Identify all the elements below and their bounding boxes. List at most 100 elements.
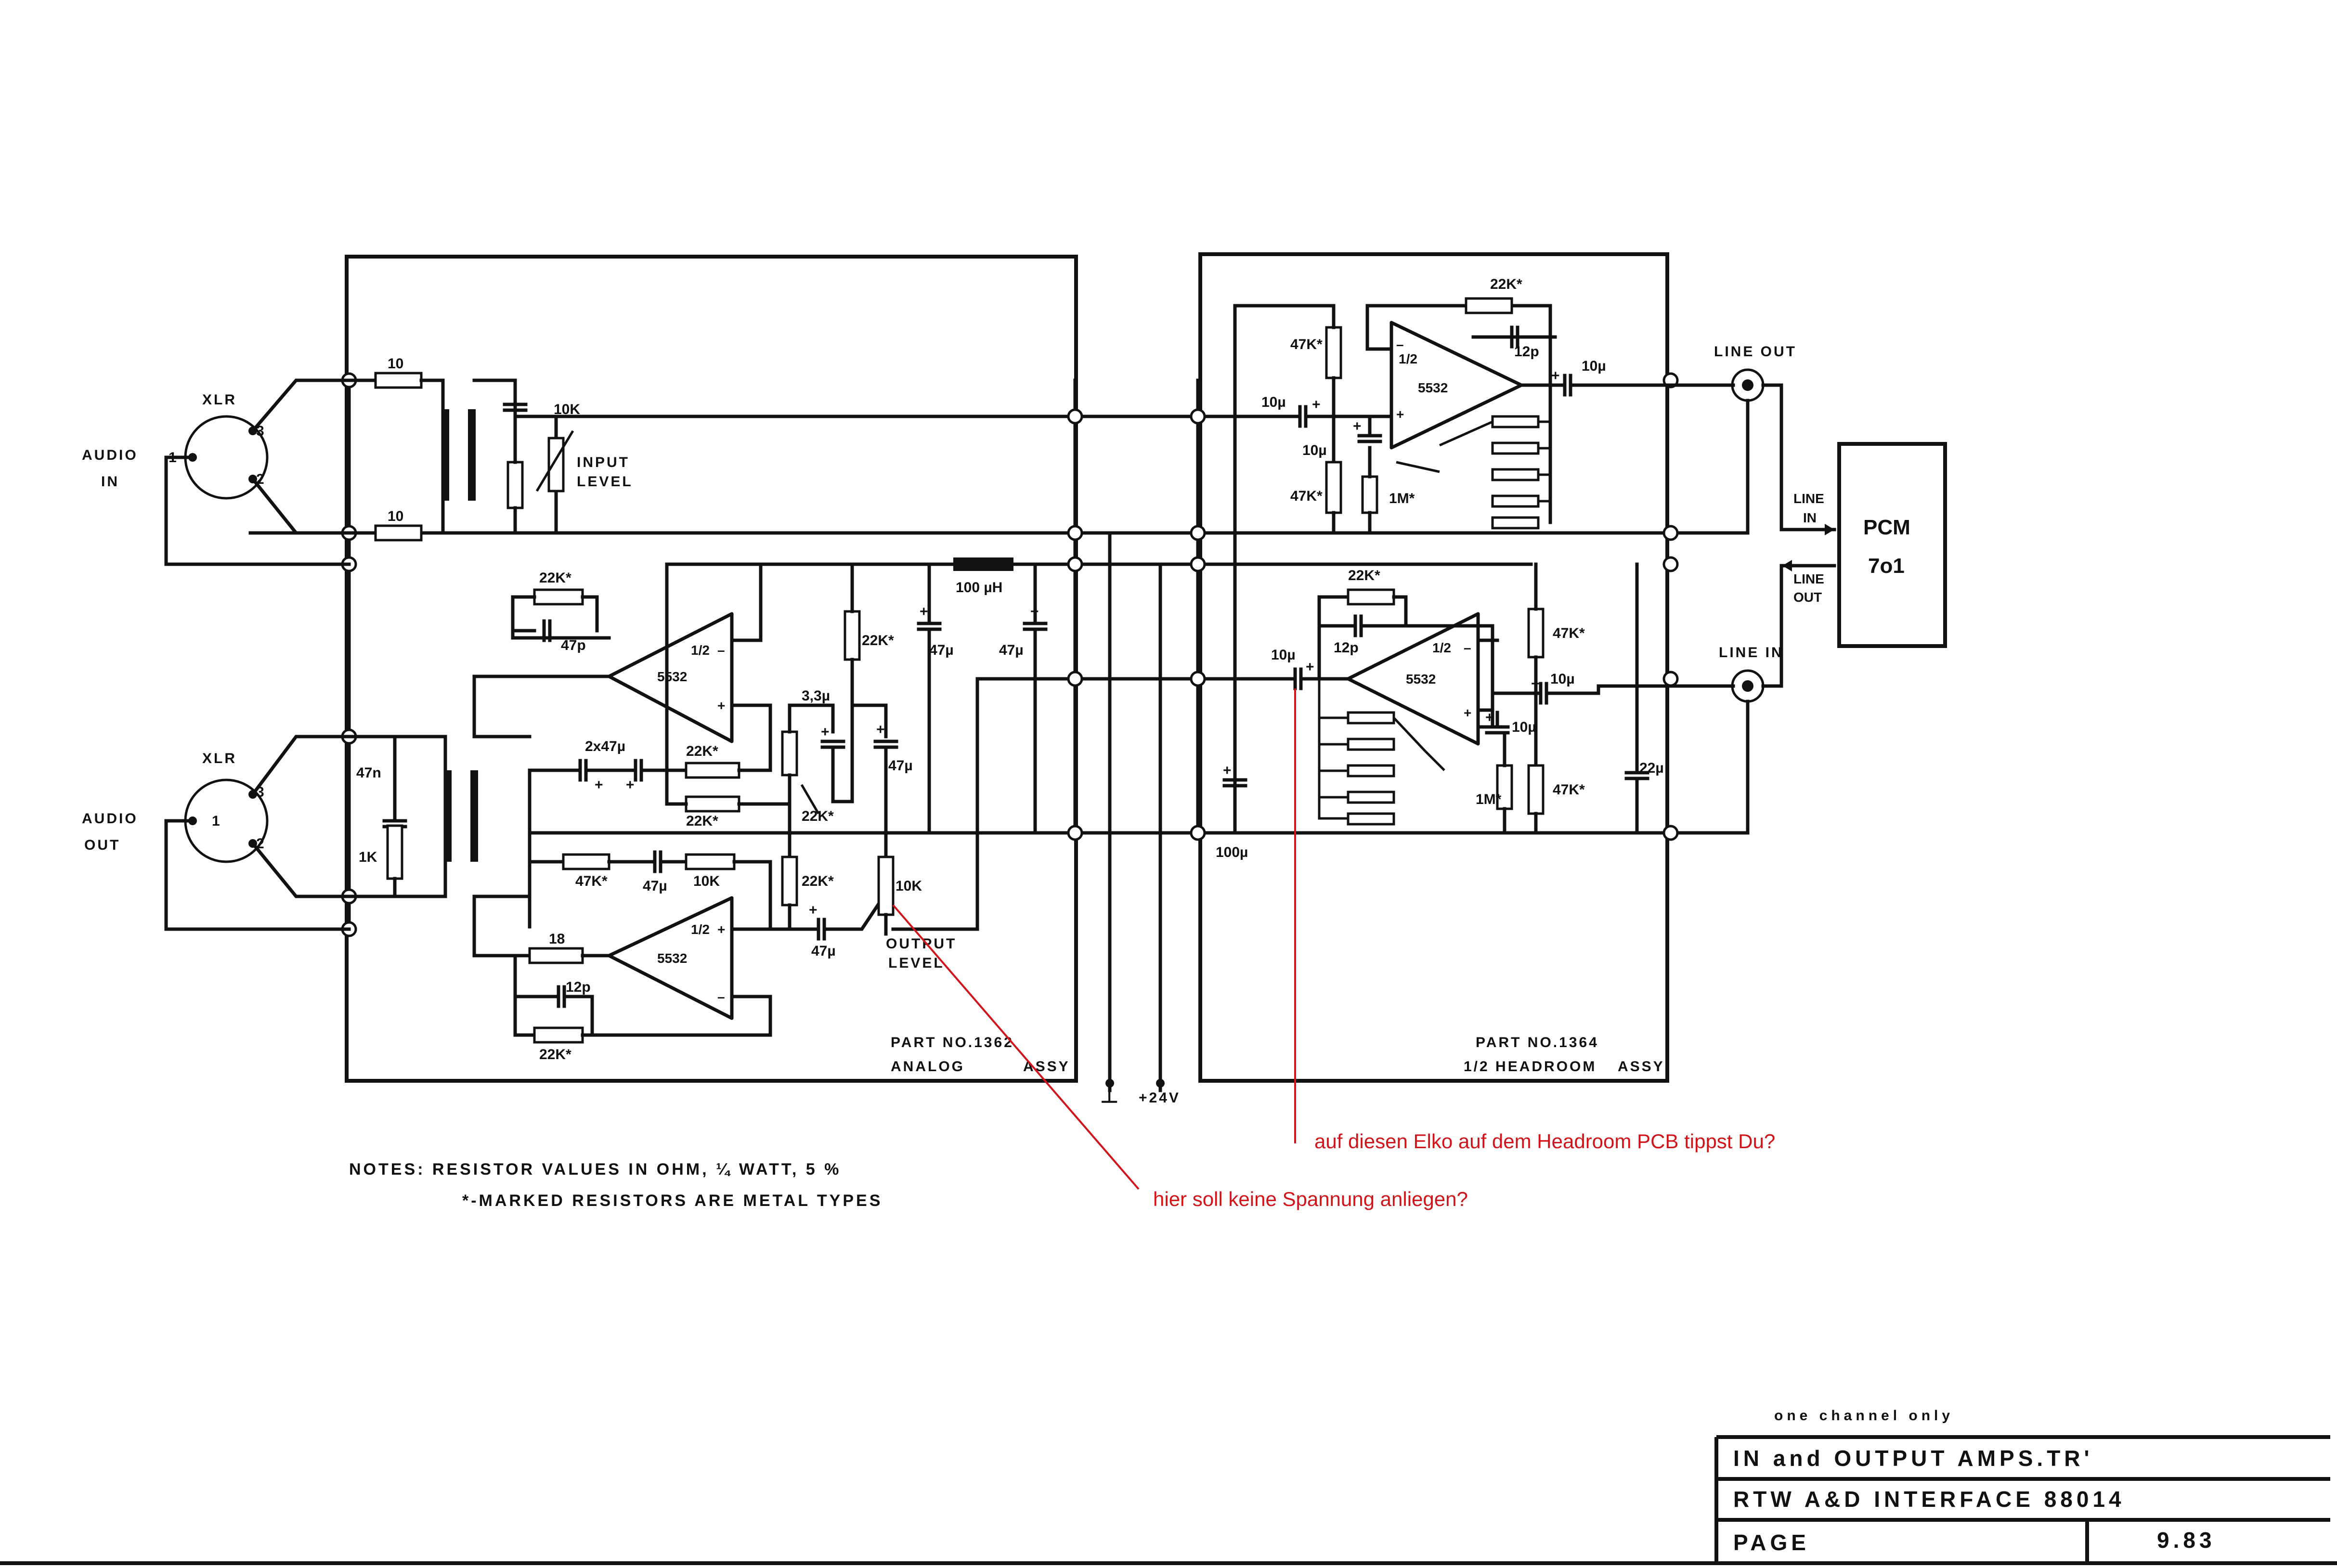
resistor-1k xyxy=(386,824,403,880)
svg-text:NOTES: RESISTOR VALUES IN O: NOTES: RESISTOR VALUES IN OHM, ¼ WATT, 5… xyxy=(349,1160,841,1179)
analog-middle: 3,3µ + 22K* 22K* + 47µ + 47µ 100 µH + 47… xyxy=(781,557,1048,902)
svg-text:one channel only: one channel only xyxy=(1774,1408,1954,1424)
svg-text:1: 1 xyxy=(212,813,220,829)
resistor-18 xyxy=(528,947,584,964)
resistor-22k-supply xyxy=(844,610,861,661)
svg-text:XLR: XLR xyxy=(202,751,237,766)
resistor-22k-f xyxy=(781,855,798,907)
resistor-47k-h3 xyxy=(1527,608,1545,659)
svg-text:10: 10 xyxy=(388,508,403,524)
svg-text:+: + xyxy=(1312,397,1321,413)
svg-text:+: + xyxy=(717,922,725,937)
svg-text:1/2: 1/2 xyxy=(691,922,710,937)
svg-text:+: + xyxy=(717,698,725,713)
svg-text:+: + xyxy=(1464,705,1471,720)
opamp-5532-b xyxy=(607,896,734,1020)
svg-text:47K*: 47K* xyxy=(1290,337,1323,352)
svg-text:–: – xyxy=(1464,640,1471,655)
svg-text:3,3µ: 3,3µ xyxy=(802,688,830,704)
svg-text:100 µH: 100 µH xyxy=(956,580,1002,596)
input-level-pot[interactable] xyxy=(547,437,565,492)
svg-text:22K*: 22K* xyxy=(686,813,718,829)
resistor-22k-h2 xyxy=(1347,588,1395,606)
resistor-47k-h4 xyxy=(1527,764,1545,815)
input-level-label-2: LEVEL xyxy=(577,474,633,490)
annotation-line-voltage xyxy=(892,904,1140,1190)
resistor-22k-g xyxy=(533,1026,584,1044)
svg-text:AUDIO: AUDIO xyxy=(82,811,138,827)
svg-text:+: + xyxy=(920,604,928,620)
svg-text:+: + xyxy=(1353,418,1362,434)
svg-text:LINE: LINE xyxy=(1793,491,1824,506)
svg-text:1M*: 1M* xyxy=(1389,491,1415,506)
svg-text:47p: 47p xyxy=(561,637,586,653)
resistor-22k-c xyxy=(685,795,740,813)
input-level-label-1: INPUT xyxy=(577,454,630,470)
resistor-22k-h1 xyxy=(1465,297,1513,314)
svg-text:OUT: OUT xyxy=(84,837,120,853)
annotations: auf diesen Elko auf dem Headroom PCB tip… xyxy=(892,688,1775,1210)
resistor-47k xyxy=(562,853,610,870)
svg-text:⊥: ⊥ xyxy=(1100,1084,1118,1107)
svg-text:22K*: 22K* xyxy=(862,633,894,648)
supply-terminals: ⊥ +24V xyxy=(1100,1079,1179,1107)
page-label: PAGE xyxy=(1733,1530,1810,1555)
svg-text:47K*: 47K* xyxy=(1290,488,1323,504)
svg-text:10: 10 xyxy=(388,356,403,372)
headroom-op4: + 100µ 10µ + 1/2 5532 –+ 22K* 12p xyxy=(1216,562,1735,1075)
audio-in-section: AUDIO IN XLR 1 3 2 10 10 10K INPUT LEVEL xyxy=(82,356,633,566)
svg-text:1/2: 1/2 xyxy=(1432,640,1451,655)
svg-text:22K*: 22K* xyxy=(802,873,834,889)
svg-text:10K: 10K xyxy=(554,402,580,417)
opamp-5532-a xyxy=(607,612,734,743)
svg-text:ASSY: ASSY xyxy=(1023,1059,1070,1075)
svg-text:LEVEL: LEVEL xyxy=(888,955,945,971)
svg-text:47µ: 47µ xyxy=(888,758,913,774)
svg-text:+: + xyxy=(1485,710,1494,726)
svg-text:47n: 47n xyxy=(356,765,381,781)
inductor-100uh xyxy=(953,557,1013,571)
notes: NOTES: RESISTOR VALUES IN OHM, ¼ WATT, 5… xyxy=(349,1160,880,1210)
svg-text:12p: 12p xyxy=(566,979,591,995)
svg-text:10K: 10K xyxy=(693,873,720,889)
svg-text:+: + xyxy=(1306,659,1314,675)
svg-text:PART NO.1362: PART NO.1362 xyxy=(891,1035,1014,1050)
svg-text:22K*: 22K* xyxy=(539,1047,571,1063)
svg-text:PART NO.1364: PART NO.1364 xyxy=(1476,1035,1599,1050)
svg-text:5532: 5532 xyxy=(1418,380,1448,395)
svg-text:1/2: 1/2 xyxy=(1399,351,1417,366)
external-section: LINE OUT LINE IN LINE IN LINE OUT PCM 7o… xyxy=(1714,344,1947,835)
svg-text:22K*: 22K* xyxy=(1348,568,1380,583)
resistor-input-shunt xyxy=(506,461,524,509)
svg-text:OUT: OUT xyxy=(1793,590,1822,605)
svg-text:1/2 HEADROOM: 1/2 HEADROOM xyxy=(1464,1059,1597,1075)
svg-text:ASSY: ASSY xyxy=(1618,1059,1665,1075)
svg-text:–: – xyxy=(1396,337,1404,352)
annotation-voltage: hier soll keine Spannung anliegen? xyxy=(1153,1188,1468,1210)
resistor-47k-h2 xyxy=(1325,461,1342,514)
opamp-5532-c xyxy=(1389,321,1523,450)
annotation-elko: auf diesen Elko auf dem Headroom PCB tip… xyxy=(1314,1130,1775,1153)
svg-text:47µ: 47µ xyxy=(811,943,836,959)
svg-text:22K*: 22K* xyxy=(686,743,718,759)
resistor-1m-h1 xyxy=(1361,475,1378,514)
resistor-22k-d xyxy=(781,730,798,777)
svg-text:+: + xyxy=(1396,407,1404,422)
svg-text:1/2: 1/2 xyxy=(691,643,710,658)
svg-text:12p: 12p xyxy=(1514,344,1539,360)
svg-text:5532: 5532 xyxy=(657,669,687,684)
resistor-10-top xyxy=(374,372,423,389)
svg-text:+: + xyxy=(1223,763,1232,778)
svg-text:7o1: 7o1 xyxy=(1868,554,1905,578)
svg-text:47K*: 47K* xyxy=(1553,625,1585,641)
output-level-pot[interactable] xyxy=(877,855,895,916)
svg-text:18: 18 xyxy=(549,931,565,947)
svg-text:IN: IN xyxy=(1803,510,1817,525)
svg-text:10µ: 10µ xyxy=(1302,442,1327,458)
svg-text:LINE IN: LINE IN xyxy=(1719,645,1784,661)
svg-text:10µ: 10µ xyxy=(1582,358,1606,374)
svg-text:12p: 12p xyxy=(1334,640,1359,656)
svg-text:10µ: 10µ xyxy=(1550,671,1575,687)
headroom-board-outline xyxy=(1198,252,1669,1083)
svg-text:+: + xyxy=(809,902,818,918)
